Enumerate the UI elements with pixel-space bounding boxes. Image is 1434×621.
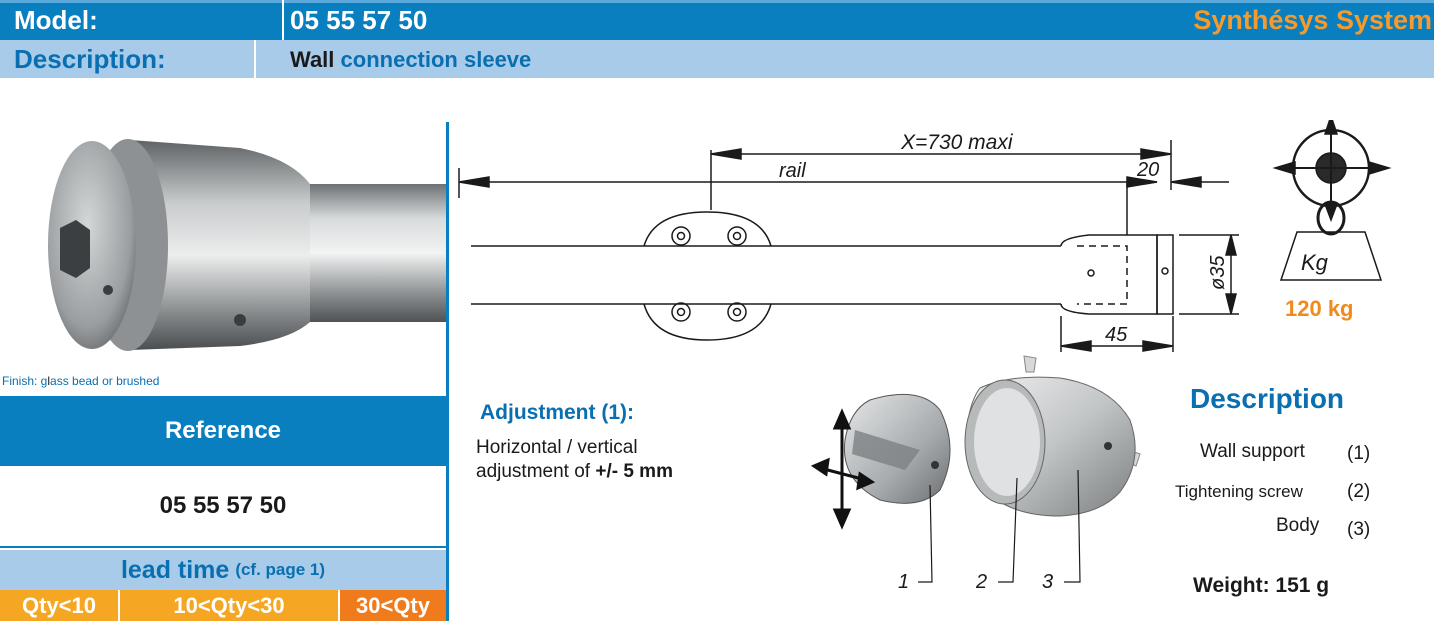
description-value: Wall connection sleeve <box>290 47 531 73</box>
header-top-bar <box>0 0 1434 40</box>
system-name: Synthésys System <box>1193 5 1432 35</box>
description-num-2: (2) <box>1347 481 1371 502</box>
description-num-1: (1) <box>1347 443 1371 464</box>
finish-prefix: Finish: g <box>2 374 48 388</box>
reference-value: 05 55 57 50 <box>0 466 446 548</box>
dim-x-label: X=730 maxi <box>900 131 1014 154</box>
technical-drawing: rail X=730 maxi 20 ø35 45 Kg <box>458 120 1392 352</box>
flange-hole <box>671 226 691 246</box>
description-title: Description <box>1190 383 1345 414</box>
callout-2: 2 <box>975 571 987 593</box>
weight-icon <box>1279 231 1383 281</box>
qty-tier-2: 10<Qty<30 <box>120 590 338 621</box>
dim-diameter-label: ø35 <box>1207 255 1229 290</box>
description-label: Description: <box>14 44 166 74</box>
exploded-view: 1 2 3 <box>810 355 1141 593</box>
sleeve-body <box>1060 234 1158 315</box>
model-label: Model: <box>14 5 98 35</box>
qty-tier-3: 30<Qty <box>340 590 446 621</box>
lead-time-text: lead time <box>120 555 230 584</box>
adjustment-arrows-icon <box>810 408 876 530</box>
description-num-3: (3) <box>1347 519 1371 540</box>
description-item-3: Body <box>1276 515 1320 536</box>
flange-hole <box>727 226 747 246</box>
flange-top <box>643 211 772 247</box>
qty-tier-1: Qty<10 <box>0 590 118 621</box>
lead-time-note: (cf. page 1) <box>235 560 326 579</box>
load-capacity: 120 kg <box>1285 296 1354 321</box>
callout-1: 1 <box>898 571 909 593</box>
description-bold: Wall <box>290 47 335 72</box>
dim-45-label: 45 <box>1105 324 1128 346</box>
lead-time-label: lead time (cf. page 1) <box>0 550 446 590</box>
reference-title: Reference <box>0 396 446 466</box>
adjustment-line2: adjustment of +/- 5 mm <box>476 461 673 483</box>
description-item-2: Tightening screw <box>1175 482 1303 501</box>
sleeve-hidden-line <box>1077 245 1128 305</box>
adjustment-line2-prefix: adjustment of <box>476 461 596 482</box>
header-divider-bottom <box>254 40 256 78</box>
flange-hole <box>727 302 747 322</box>
adjustment-line1: Horizontal / vertical <box>476 437 638 458</box>
column-separator <box>446 122 449 621</box>
weight-value: Weight: 151 g <box>1193 574 1330 597</box>
weight-ring-icon <box>1316 200 1346 236</box>
adjustment-line2-value: +/- 5 mm <box>595 461 673 482</box>
finish-rest: ass bead or brushed <box>50 374 160 388</box>
dim-rail-label: rail <box>779 160 806 182</box>
flange-bottom <box>643 303 772 341</box>
dim-20-label: 20 <box>1136 159 1159 181</box>
finish-l: l <box>47 374 51 388</box>
callout-3: 3 <box>1042 571 1053 593</box>
description-item-1: Wall support <box>1200 441 1305 462</box>
model-value: 05 55 57 50 <box>290 5 428 35</box>
finish-note: Finish: glass bead or brushed <box>2 374 159 388</box>
description-rest: connection sleeve <box>334 47 532 72</box>
adjustment-title: Adjustment (1): <box>480 401 634 424</box>
sleeve-cap <box>1156 234 1174 315</box>
product-photo <box>0 118 446 370</box>
flange-hole <box>671 302 691 322</box>
weight-icon-label: Kg <box>1301 250 1329 275</box>
header-divider-top <box>282 0 284 40</box>
